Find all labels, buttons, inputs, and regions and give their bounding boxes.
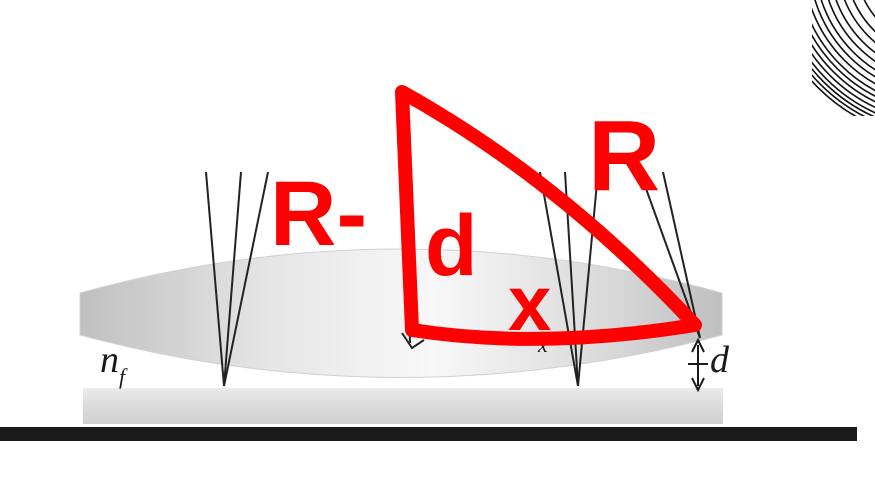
svg-text:R: R <box>588 100 660 212</box>
convex-lens <box>79 248 723 378</box>
svg-text:d: d <box>425 198 478 294</box>
glass-plate <box>83 388 723 424</box>
gap-thickness-label: d <box>710 339 730 381</box>
ground-bar <box>0 427 857 441</box>
svg-text:x: x <box>508 259 551 347</box>
ray-arrowhead <box>401 332 425 350</box>
double-headed-arrow-icon <box>688 337 708 393</box>
refractive-index-label: nf <box>100 339 128 389</box>
red-annotation-triangle <box>395 85 702 346</box>
red-annotation-text: R- d x R <box>270 100 660 347</box>
interference-fringes-icon <box>812 0 875 116</box>
svg-text:R-: R- <box>270 163 367 265</box>
